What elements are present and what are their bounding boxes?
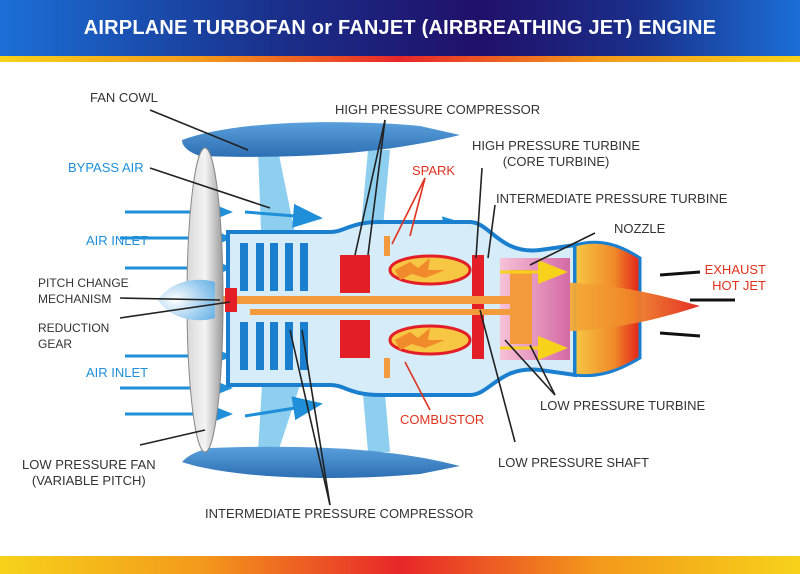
reduction-gear (225, 288, 237, 312)
label-nozzle: NOZZLE (614, 221, 666, 236)
label-pitch-change-line2: MECHANISM (38, 292, 112, 306)
bottom-accent-stripe (0, 556, 800, 574)
label-air-inlet-bottom: AIR INLET (86, 365, 149, 380)
spark-plug-top (384, 236, 390, 256)
flame-bottom (395, 328, 445, 350)
title-bar: AIRPLANE TURBOFAN or FANJET (AIRBREATHIN… (0, 0, 800, 56)
label-lp-shaft: LOW PRESSURE SHAFT (498, 455, 649, 470)
label-spark: SPARK (412, 163, 456, 178)
exhaust-dashes (659, 270, 735, 338)
label-lp-turbine: LOW PRESSURE TURBINE (540, 398, 706, 413)
label-air-inlet-top: AIR INLET (86, 233, 149, 248)
label-bypass-air: BYPASS AIR (68, 160, 144, 175)
engine-diagram (119, 109, 735, 506)
label-ip-compressor: INTERMEDIATE PRESSURE COMPRESSOR (205, 506, 474, 521)
label-pitch-change: PITCH CHANGE MECHANISM (38, 275, 129, 307)
hot-flow-arrows (500, 260, 568, 360)
label-lp-fan-line1: LOW PRESSURE FAN (22, 457, 156, 472)
leader-lines (119, 109, 596, 506)
spark-plug-bottom (384, 358, 390, 378)
fan-cowl-top (182, 122, 460, 157)
label-exhaust-line2: HOT JET (712, 278, 766, 293)
label-reduction-gear: REDUCTION GEAR (38, 320, 109, 352)
label-combustor: COMBUSTOR (400, 412, 485, 427)
label-reduction-line1: REDUCTION (38, 321, 110, 335)
label-hp-compressor: HIGH PRESSURE COMPRESSOR (335, 102, 541, 117)
label-hp-turbine-line2: (CORE TURBINE) (502, 154, 610, 169)
label-lp-fan-line2: (VARIABLE PITCH) (31, 473, 146, 488)
label-exhaust-line1: EXHAUST (704, 262, 766, 277)
page-title: AIRPLANE TURBOFAN or FANJET (AIRBREATHIN… (83, 16, 717, 39)
hp-shaft (250, 309, 510, 315)
lower-strut (258, 385, 300, 452)
label-hp-turbine: HIGH PRESSURE TURBINE (CORE TURBINE) (472, 138, 640, 170)
label-lp-fan: LOW PRESSURE FAN (VARIABLE PITCH) (22, 457, 156, 489)
flame-top (395, 258, 445, 280)
label-hp-turbine-line1: HIGH PRESSURE TURBINE (472, 138, 641, 153)
lp-turbine-hub (510, 270, 532, 344)
spark-leaders (391, 177, 431, 411)
lp-shaft (220, 296, 530, 304)
label-pitch-change-line1: PITCH CHANGE (38, 276, 129, 290)
hp-turbine (472, 255, 484, 359)
label-reduction-line2: GEAR (38, 337, 73, 351)
label-fan-cowl: FAN COWL (90, 90, 158, 105)
top-accent-stripe (0, 56, 800, 62)
label-ip-turbine: INTERMEDIATE PRESSURE TURBINE (496, 191, 728, 206)
hp-compressor (340, 255, 370, 358)
label-exhaust: EXHAUST HOT JET (690, 262, 766, 294)
